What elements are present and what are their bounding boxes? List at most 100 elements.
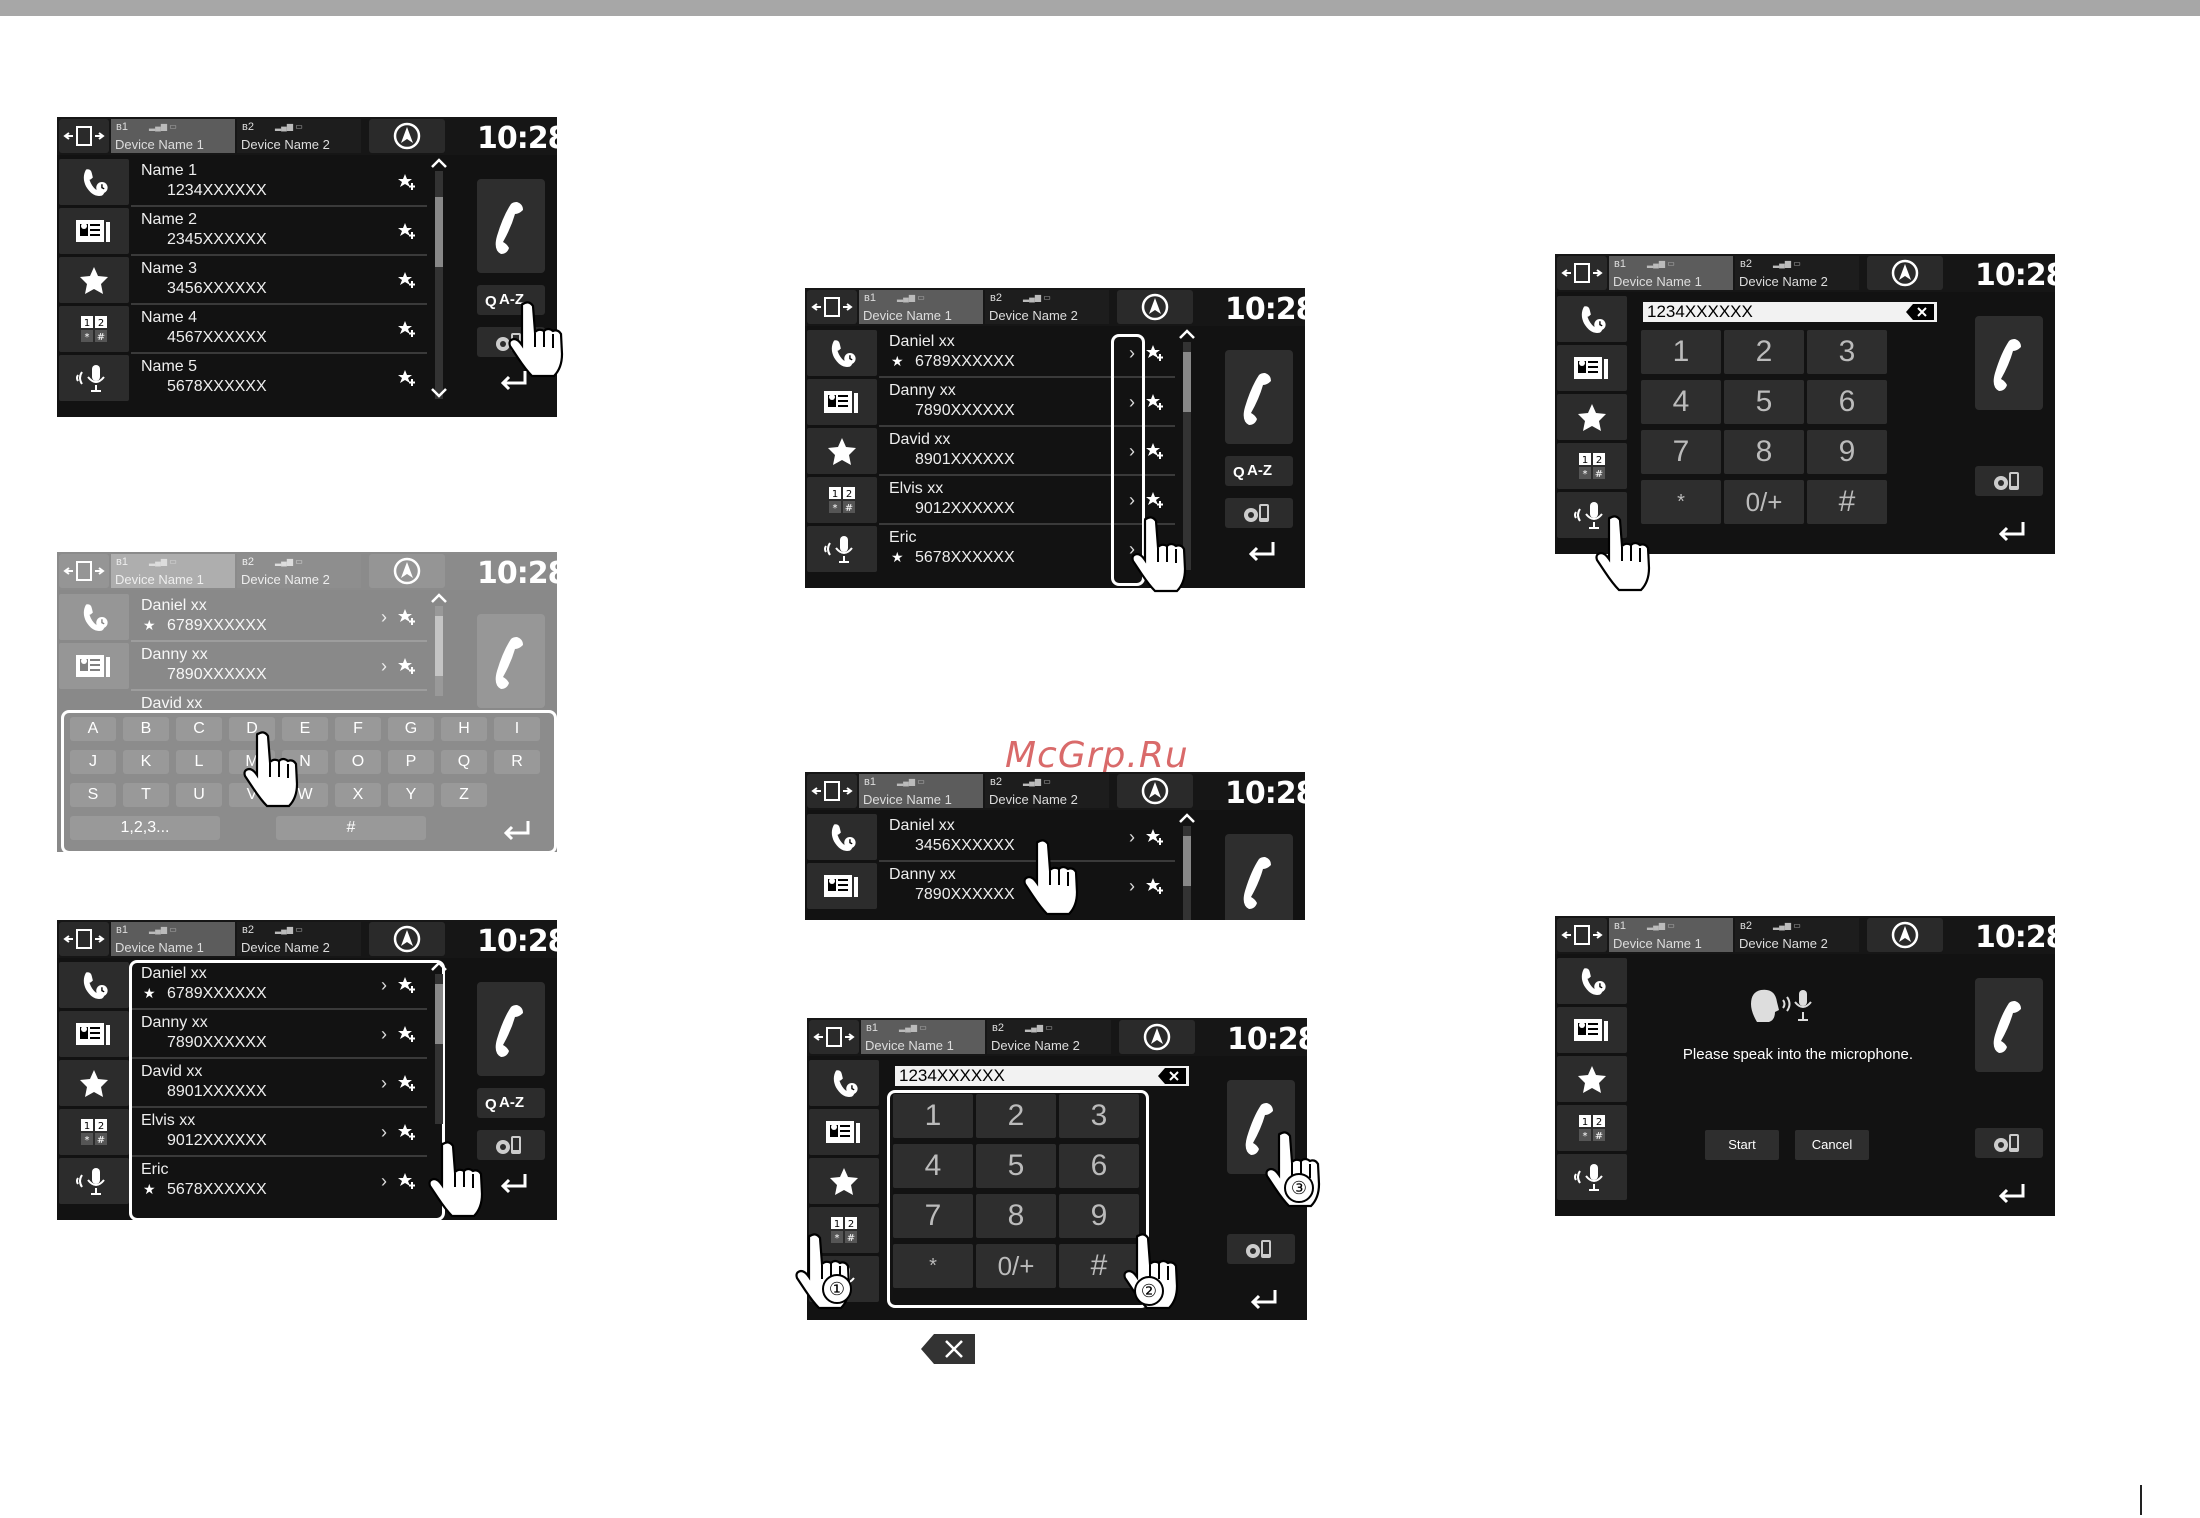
- dialpad-button[interactable]: [807, 477, 877, 523]
- phone-number-input[interactable]: 1234XXXXXX: [1643, 302, 1937, 322]
- chevron-right-icon[interactable]: ›: [1129, 392, 1135, 412]
- dial-key[interactable]: 2: [976, 1094, 1056, 1138]
- call-button[interactable]: [477, 982, 545, 1076]
- dialpad-button[interactable]: [59, 306, 129, 352]
- dial-key[interactable]: *: [893, 1244, 973, 1288]
- key-letter[interactable]: L: [176, 750, 222, 774]
- dial-key[interactable]: 5: [976, 1144, 1056, 1188]
- chevron-right-icon[interactable]: ›: [381, 1024, 387, 1044]
- scrollbar[interactable]: [435, 171, 443, 399]
- dial-key[interactable]: 6: [1059, 1144, 1139, 1188]
- call-history-button[interactable]: [807, 330, 877, 376]
- navigation-button[interactable]: [369, 119, 445, 153]
- dial-key[interactable]: #: [1059, 1244, 1139, 1288]
- backspace-icon[interactable]: [1157, 1067, 1187, 1085]
- add-favorite-icon[interactable]: [397, 607, 417, 627]
- device-2-tab[interactable]: ʙ2▂▄▆ ▭Device Name 2: [1735, 256, 1859, 290]
- key-letter[interactable]: B: [123, 717, 169, 741]
- key-letter[interactable]: G: [388, 717, 434, 741]
- list-item[interactable]: Daniel xx★6789XXXXXX›: [131, 594, 427, 642]
- dialpad-button[interactable]: [59, 1109, 129, 1155]
- device-2-tab[interactable]: ʙ2▂▄▆ ▭Device Name 2: [237, 554, 361, 588]
- navigation-button[interactable]: [369, 922, 445, 956]
- dial-key[interactable]: 8: [976, 1194, 1056, 1238]
- call-history-button[interactable]: [807, 814, 877, 860]
- device-1-tab[interactable]: ʙ1▂▄▆ ▭Device Name 1: [859, 774, 983, 808]
- scroll-up-icon[interactable]: [429, 157, 449, 169]
- key-letter[interactable]: C: [176, 717, 222, 741]
- chevron-right-icon[interactable]: ›: [1129, 876, 1135, 896]
- device-1-tab[interactable]: ʙ1▂▄▆ ▭Device Name 1: [111, 119, 235, 153]
- call-button[interactable]: [1975, 316, 2043, 410]
- phonebook-button[interactable]: [809, 1109, 879, 1155]
- device-2-tab[interactable]: ʙ2▂▄▆ ▭Device Name 2: [987, 1020, 1111, 1054]
- phone-switch-button[interactable]: [1557, 256, 1607, 290]
- dial-key[interactable]: 3: [1059, 1094, 1139, 1138]
- device-2-tab[interactable]: ʙ2▂▄▆ ▭Device Name 2: [985, 774, 1109, 808]
- phone-switch-button[interactable]: [59, 119, 109, 153]
- dial-key[interactable]: 5: [1724, 380, 1804, 424]
- settings-button[interactable]: [477, 1130, 545, 1160]
- dialpad-button[interactable]: [1557, 443, 1627, 489]
- call-history-button[interactable]: [59, 594, 129, 640]
- chevron-right-icon[interactable]: ›: [1129, 490, 1135, 510]
- call-history-button[interactable]: [1557, 296, 1627, 342]
- add-favorite-icon[interactable]: [397, 172, 417, 192]
- chevron-right-icon[interactable]: ›: [381, 656, 387, 676]
- phone-switch-button[interactable]: [59, 922, 109, 956]
- back-icon[interactable]: [500, 817, 532, 843]
- key-letter[interactable]: X: [335, 783, 381, 807]
- settings-button[interactable]: [1975, 1128, 2043, 1158]
- scrollbar[interactable]: [435, 974, 443, 1124]
- back-icon[interactable]: [1995, 1180, 2027, 1206]
- navigation-button[interactable]: [1867, 256, 1943, 290]
- dial-key[interactable]: 7: [1641, 430, 1721, 474]
- backspace-icon[interactable]: [1905, 303, 1935, 321]
- settings-button[interactable]: [1225, 498, 1293, 528]
- dial-key[interactable]: 8: [1724, 430, 1804, 474]
- key-letter[interactable]: H: [441, 717, 487, 741]
- chevron-right-icon[interactable]: ›: [381, 1122, 387, 1142]
- key-letter[interactable]: J: [70, 750, 116, 774]
- back-icon[interactable]: [497, 1170, 529, 1196]
- voice-dial-button[interactable]: [1557, 1154, 1627, 1200]
- phone-switch-button[interactable]: [807, 774, 857, 808]
- dial-key[interactable]: 1: [1641, 330, 1721, 374]
- dial-key[interactable]: 7: [893, 1194, 973, 1238]
- dial-key[interactable]: 1: [893, 1094, 973, 1138]
- back-icon[interactable]: [1247, 1286, 1279, 1312]
- chevron-right-icon[interactable]: ›: [381, 1171, 387, 1191]
- add-favorite-icon[interactable]: [1145, 392, 1165, 412]
- key-letter[interactable]: Y: [388, 783, 434, 807]
- navigation-button[interactable]: [1117, 290, 1193, 324]
- phone-switch-button[interactable]: [807, 290, 857, 324]
- favorites-button[interactable]: [1557, 394, 1627, 440]
- device-1-tab[interactable]: ʙ1▂▄▆ ▭Device Name 1: [859, 290, 983, 324]
- list-item[interactable]: Daniel xx★6789XXXXXX›: [879, 330, 1175, 378]
- scrollbar[interactable]: [1183, 826, 1191, 920]
- add-favorite-icon[interactable]: [1145, 343, 1165, 363]
- device-1-tab[interactable]: ʙ1▂▄▆ ▭Device Name 1: [1609, 256, 1733, 290]
- dial-key[interactable]: 3: [1807, 330, 1887, 374]
- dial-key[interactable]: 9: [1807, 430, 1887, 474]
- key-letter[interactable]: R: [494, 750, 540, 774]
- device-1-tab[interactable]: ʙ1▂▄▆ ▭Device Name 1: [861, 1020, 985, 1054]
- call-button[interactable]: [1975, 978, 2043, 1072]
- dial-key[interactable]: 0/+: [976, 1244, 1056, 1288]
- navigation-button[interactable]: [1867, 918, 1943, 952]
- phonebook-button[interactable]: [807, 863, 877, 909]
- device-2-tab[interactable]: ʙ2▂▄▆ ▭Device Name 2: [237, 922, 361, 956]
- favorites-button[interactable]: [59, 1060, 129, 1106]
- key-letter[interactable]: U: [176, 783, 222, 807]
- device-1-tab[interactable]: ʙ1▂▄▆ ▭Device Name 1: [111, 922, 235, 956]
- call-button[interactable]: [477, 179, 545, 273]
